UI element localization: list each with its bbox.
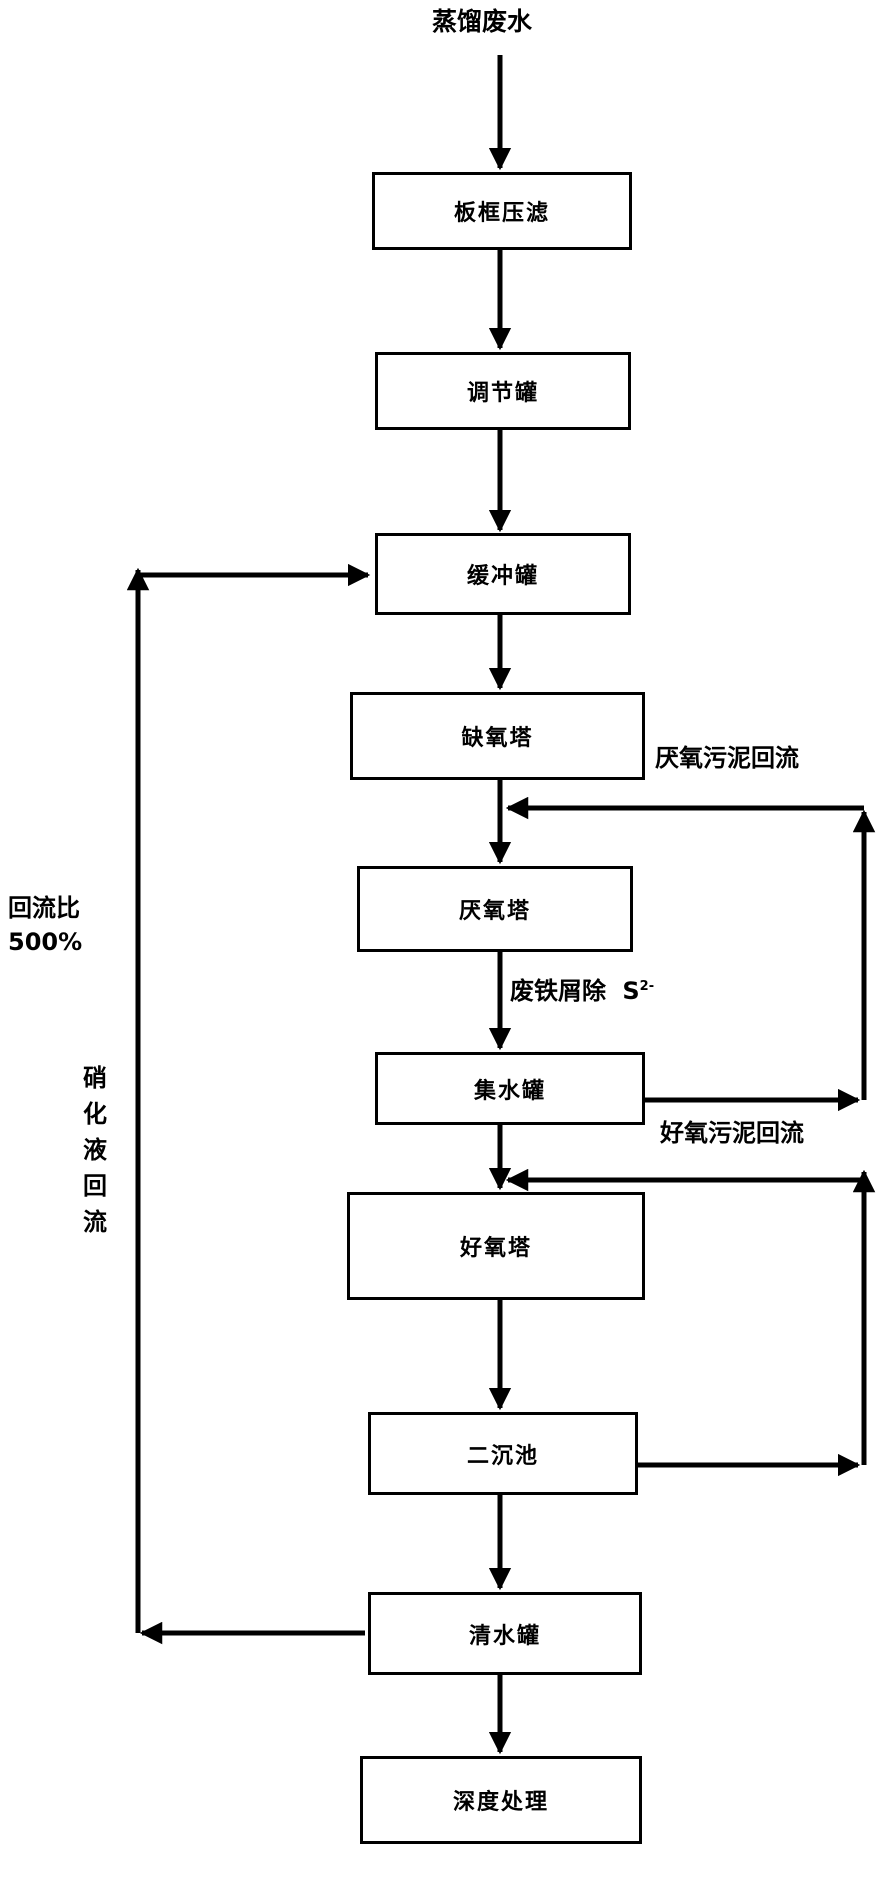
step-buffer-tank: 缓冲罐	[375, 533, 631, 615]
nitrified-return-char: 液	[83, 1136, 107, 1164]
reflux-ratio-label: 回流比 500%	[8, 894, 83, 956]
iron-removal-text: 废铁屑除	[510, 977, 606, 1005]
anaerobic-sludge-return-label: 厌氧污泥回流	[655, 744, 799, 772]
nitrified-return-char: 回	[83, 1172, 107, 1200]
step-anoxic-tower: 缺氧塔	[350, 692, 645, 780]
step-regulating-tank: 调节罐	[375, 352, 631, 430]
step-aerobic-tower: 好氧塔	[347, 1192, 645, 1300]
step-secondary-clarifier: 二沉池	[368, 1412, 638, 1495]
step-anaerobic-tower: 厌氧塔	[357, 866, 633, 952]
iron-removal-label: 废铁屑除 S2-	[510, 977, 655, 1006]
aerobic-sludge-return-label: 好氧污泥回流	[660, 1119, 804, 1147]
input-label: 蒸馏废水	[432, 7, 533, 36]
step-advanced-treatment: 深度处理	[360, 1756, 642, 1844]
reflux-ratio-line2: 500%	[8, 927, 83, 956]
step-clear-water-tank: 清水罐	[368, 1592, 642, 1675]
step-filter: 板框压滤	[372, 172, 632, 250]
nitrified-return-char: 化	[83, 1100, 107, 1128]
nitrified-return-char: 硝	[83, 1064, 107, 1092]
nitrified-return-label: 硝 化 液 回 流	[80, 1060, 110, 1240]
nitrified-return-char: 流	[83, 1208, 107, 1236]
sulfide-symbol: S	[622, 977, 640, 1005]
sulfide-charge: 2-	[639, 979, 655, 994]
reflux-ratio-line1: 回流比	[8, 894, 80, 922]
step-collection-tank: 集水罐	[375, 1052, 645, 1125]
